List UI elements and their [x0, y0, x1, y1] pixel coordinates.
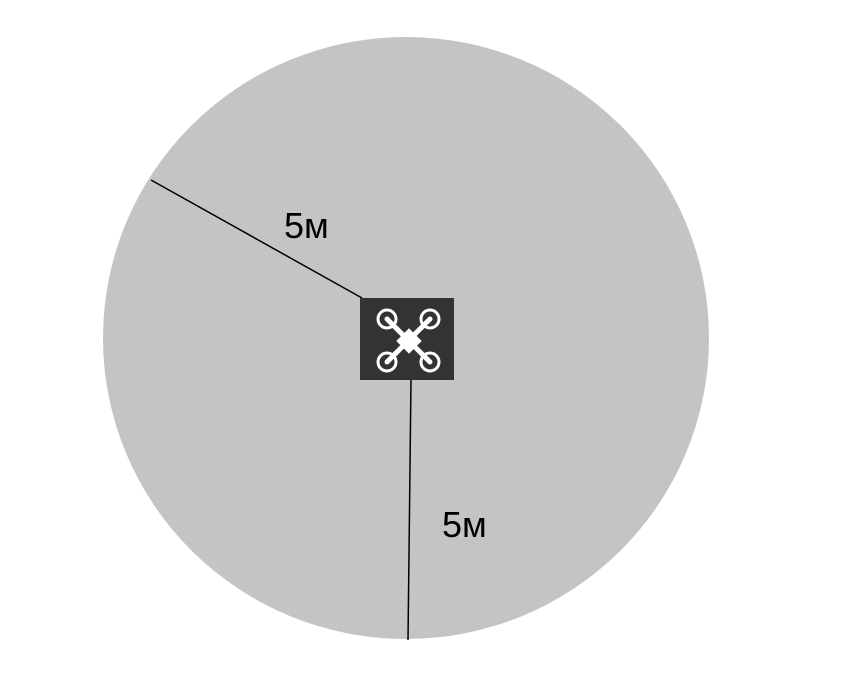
drone-marker [360, 298, 454, 380]
radius-line-lower [407, 379, 412, 641]
radius-label-lower: 5м [442, 504, 487, 545]
radius-line-upper [150, 179, 363, 299]
radius-label-upper: 5м [284, 205, 329, 246]
drone-icon [376, 308, 441, 373]
